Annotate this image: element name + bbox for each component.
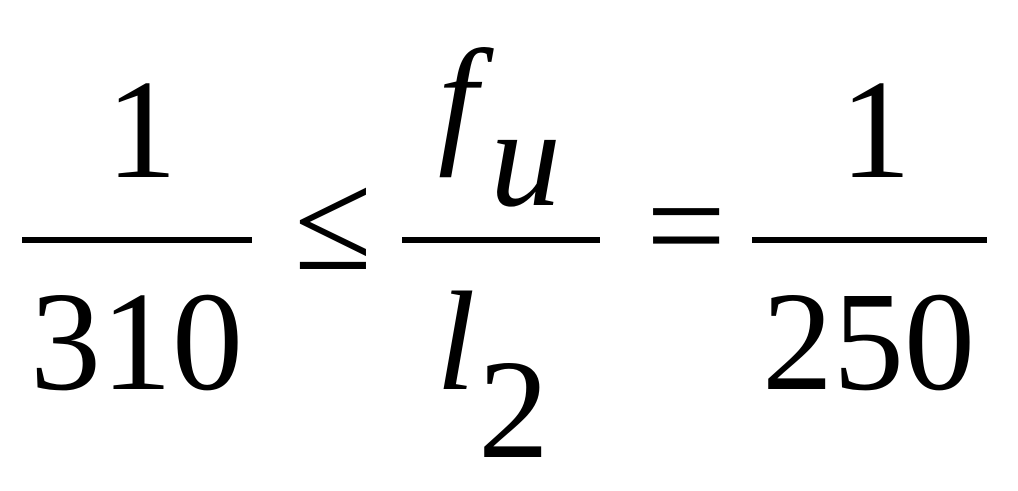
left-numerator: 1: [106, 50, 177, 208]
right-fraction-bar: [752, 237, 987, 243]
right-denominator: 250: [762, 262, 975, 420]
equals-sign: =: [646, 146, 727, 304]
middle-denominator-base: l: [436, 262, 476, 420]
right-numerator: 1: [840, 50, 911, 208]
less-than-or-equal-sign: ≤: [294, 142, 372, 300]
left-denominator: 310: [30, 262, 243, 420]
middle-numerator-subscript: u: [490, 78, 561, 236]
left-fraction-bar: [22, 237, 252, 243]
middle-fraction-bar: [402, 237, 600, 243]
middle-denominator-subscript: 2: [478, 330, 549, 488]
middle-numerator-base: f: [438, 20, 478, 178]
